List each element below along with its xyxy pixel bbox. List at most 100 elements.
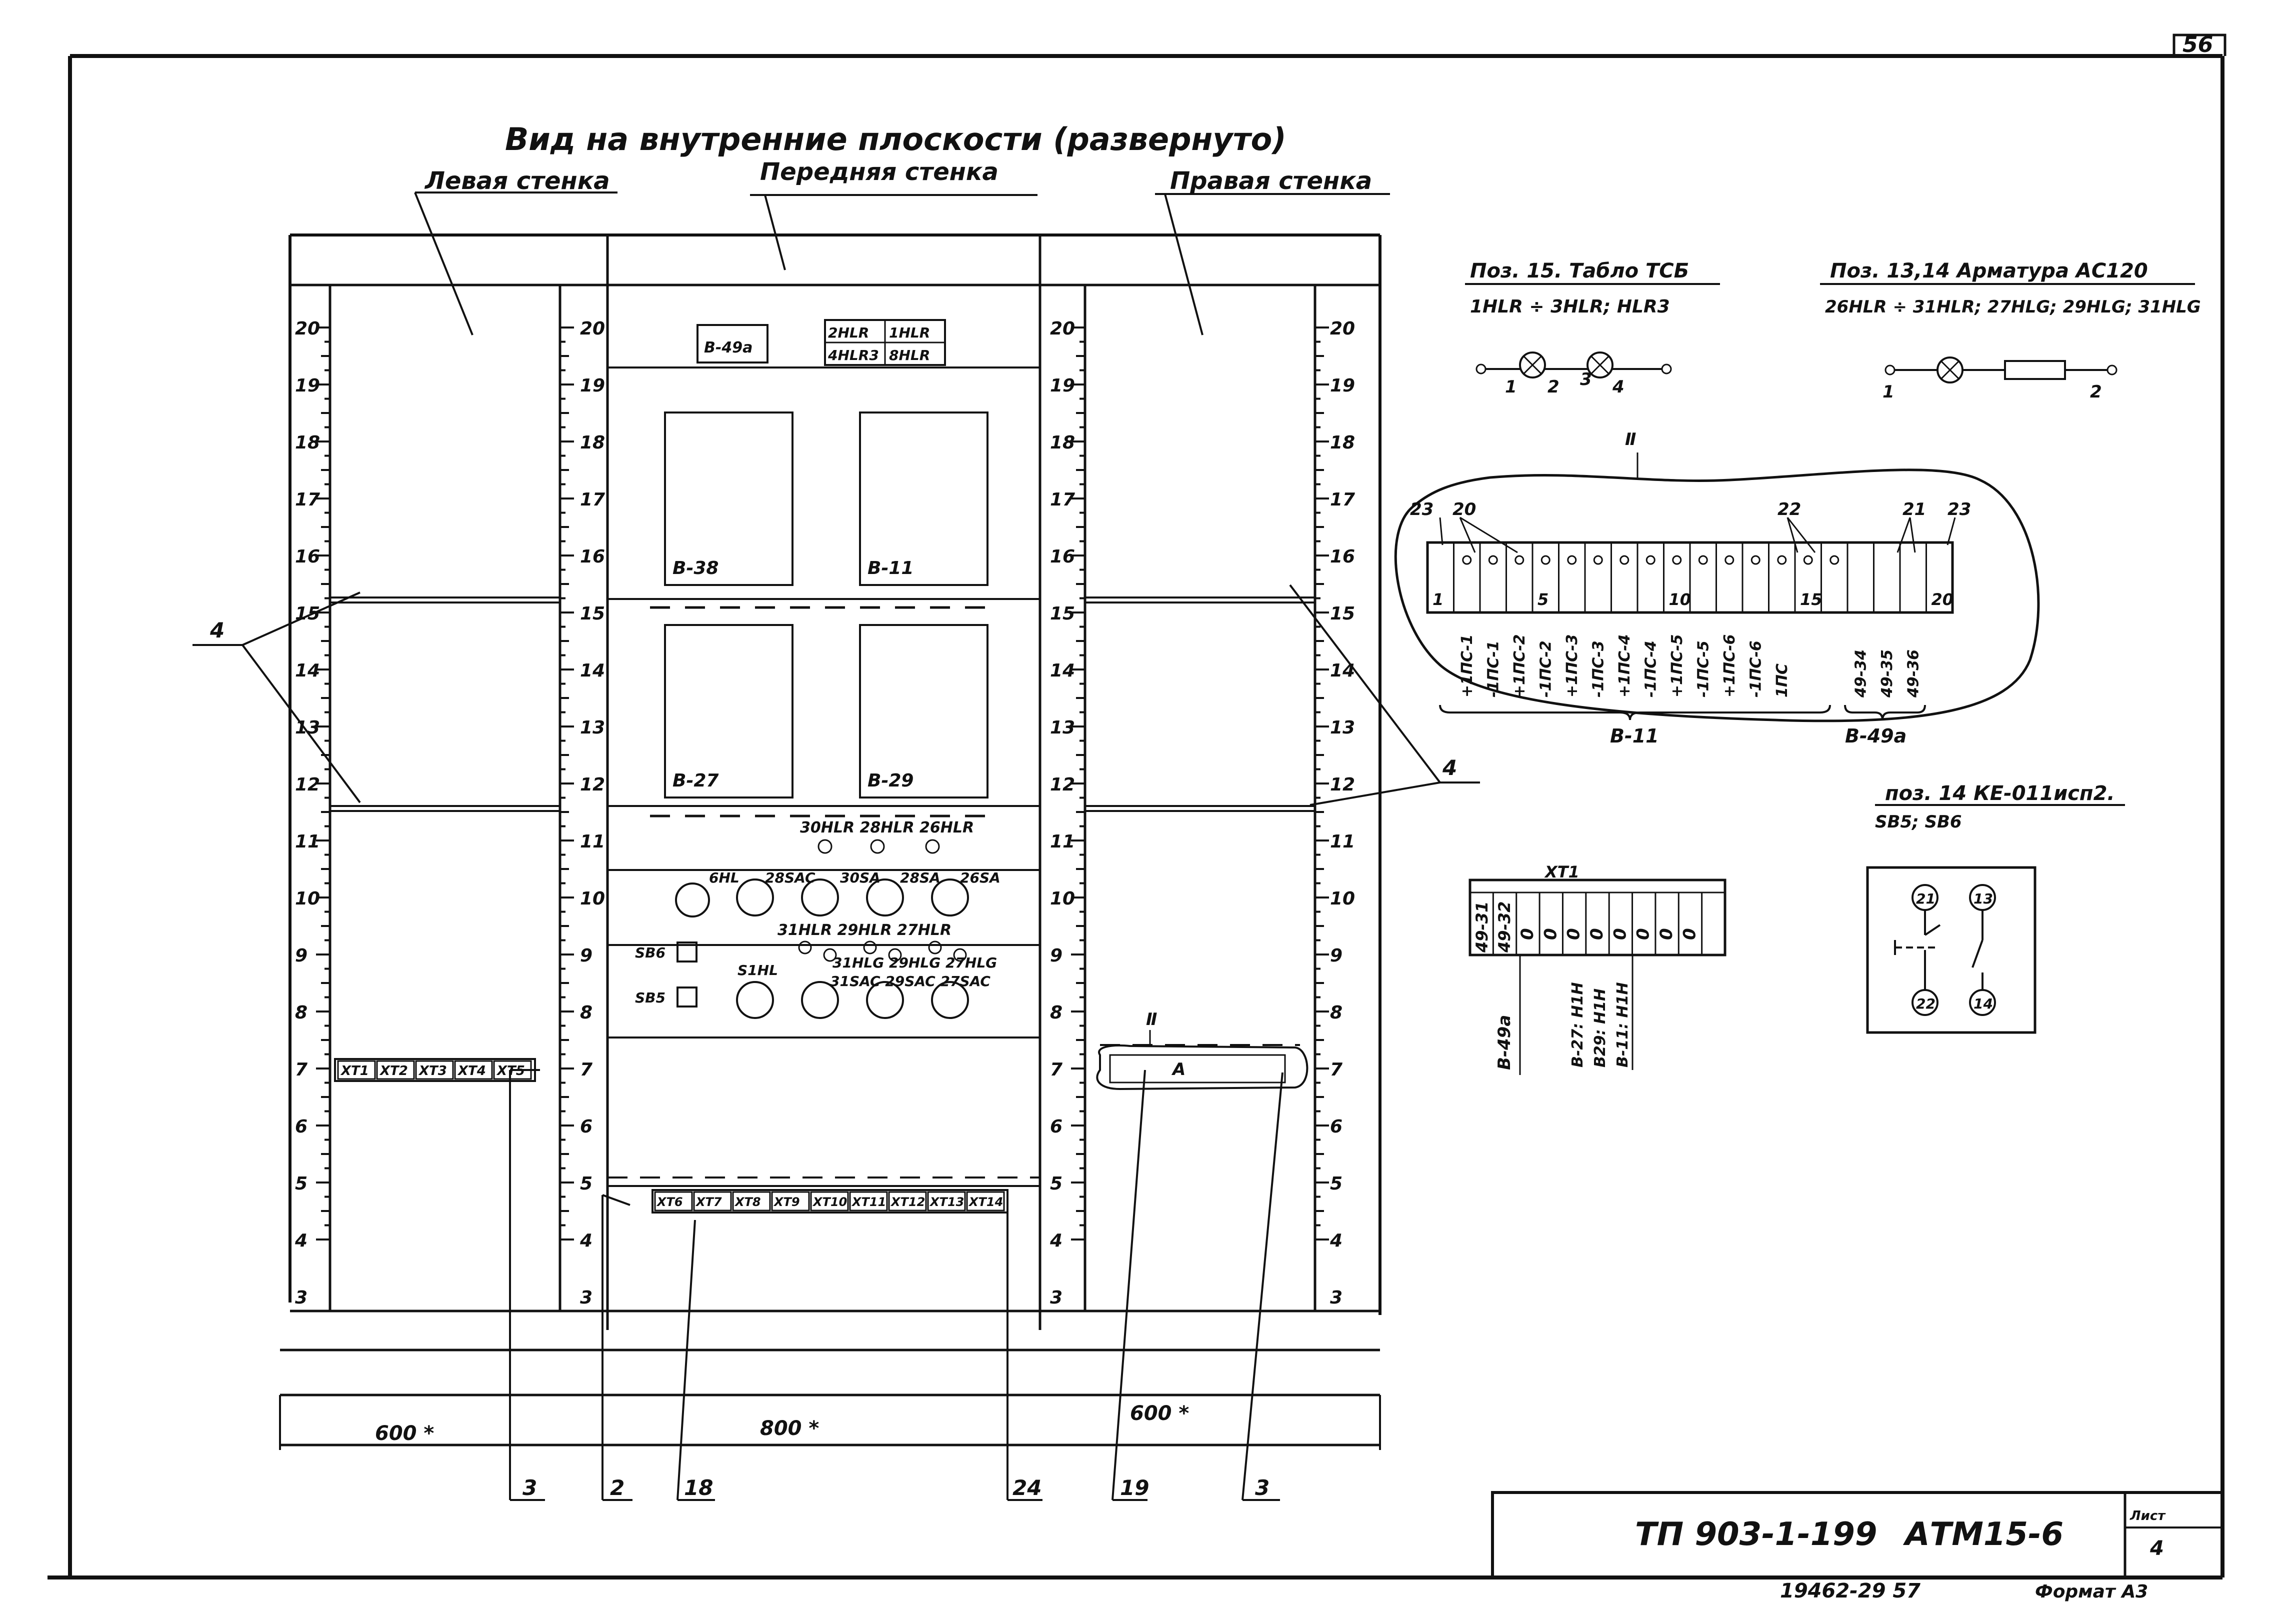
switch-27sac	[931, 981, 969, 1019]
tb-screw	[1567, 555, 1577, 565]
tb-screw	[1488, 555, 1498, 565]
tb-wire-label: 49-34	[1852, 650, 1870, 698]
switch-26sa	[931, 878, 969, 916]
tb-screw	[1514, 555, 1524, 565]
dim-front: 800 *	[760, 1417, 819, 1440]
title-block-sheet-label: Лист	[2130, 1508, 2166, 1524]
pos15-lamp-1	[1519, 352, 1546, 378]
scale-number: 17	[1050, 490, 1075, 510]
tb-wire-label: 49-35	[1878, 650, 1896, 698]
dim-left: 600 *	[375, 1422, 434, 1445]
front-wall-label: Передняя стенка	[760, 158, 998, 186]
scale-number: 7	[295, 1060, 308, 1080]
scale-number: 4	[580, 1230, 592, 1251]
scale-number: 18	[295, 432, 320, 453]
sheet-frame	[48, 54, 2224, 1580]
callout-bottom-4: 24	[1012, 1476, 1042, 1500]
scale-number: 5	[295, 1174, 308, 1194]
box-b49a-label: В-49а	[704, 339, 752, 356]
pos15-pin-3: 3	[1580, 370, 1592, 390]
scale-number: 19	[295, 376, 320, 396]
left-terminal-label: XT3	[418, 1064, 447, 1078]
scale-number: 11	[1330, 832, 1355, 852]
scale-number: 16	[1330, 546, 1355, 567]
callout-bottom-2: 2	[610, 1476, 624, 1500]
left-terminal	[337, 1060, 376, 1080]
scale-number: 14	[580, 660, 605, 681]
scale-number: 4	[294, 1230, 308, 1251]
terminal-view-mark: Ⅱ	[1625, 430, 1636, 450]
tb-screw	[1750, 555, 1760, 565]
scale-strips	[316, 326, 1329, 1240]
scale-number: 15	[1330, 604, 1355, 624]
switch-row-labels-2: 28SAC	[765, 870, 816, 886]
front-terminal	[771, 1191, 810, 1212]
scale-number: 15	[580, 604, 605, 624]
tb-cell-number: 15	[1800, 590, 1822, 609]
tb-wire-label: -1ПС-2	[1537, 640, 1554, 698]
tb-screw	[1724, 555, 1734, 565]
scale-number: 9	[1330, 946, 1342, 966]
footer-format: Формат А3	[2035, 1582, 2148, 1602]
scale-number: 10	[580, 888, 605, 909]
scale-number: 8	[1050, 1002, 1062, 1023]
pos15-pin-2: 2	[1548, 377, 1560, 397]
tb-wire-label: +1ПС-4	[1616, 634, 1634, 698]
scale-number: 18	[1050, 432, 1075, 453]
xt1-bottom-wire-2: В29: Н1Н	[1592, 988, 1609, 1068]
scale-number: 16	[1050, 546, 1075, 567]
tb-screw	[1777, 555, 1787, 565]
scale-number: 16	[580, 546, 605, 567]
left-terminal	[415, 1060, 454, 1080]
scale-number: 5	[580, 1174, 592, 1194]
button-sb5	[676, 986, 698, 1008]
scale-number: 13	[580, 718, 605, 738]
left-wall-label: Левая стенка	[424, 167, 610, 195]
pos14-label-13: 13	[1974, 890, 1993, 907]
pos1314-detail: Поз. 13,14 Арматура АС120 26HLR ÷ 31HLR;…	[1820, 260, 2201, 402]
xt1-cell-value: 0	[1656, 928, 1676, 940]
xt1-bottom-wire-1: В-27: Н1Н	[1569, 982, 1586, 1068]
scale-number: 19	[1330, 376, 1355, 396]
tb-wire-label: -1ПС-1	[1484, 640, 1502, 698]
front-terminal-label: XT9	[773, 1195, 800, 1209]
callout-bottom-1: 3	[522, 1476, 537, 1500]
lamp-grid-1: 2HLR	[828, 324, 869, 341]
dimensions	[279, 1395, 1381, 1450]
callout-leaders	[192, 584, 1480, 1501]
switch-31sac	[801, 981, 839, 1019]
pos14-button-body	[1866, 866, 2036, 1034]
sheet-number-box: 56	[2172, 32, 2226, 58]
scale-number: 9	[580, 946, 592, 966]
left-terminal-label: XT4	[457, 1064, 486, 1078]
lamp-grid-4: 8HLR	[889, 347, 930, 364]
front-terminal-label: XT8	[734, 1195, 761, 1209]
s1hl-label: S1HL	[738, 962, 778, 978]
title-block-sheet: 4	[2150, 1537, 2164, 1560]
xt1-cell-value: 0	[1610, 928, 1630, 940]
pos14-label-14: 14	[1974, 996, 1993, 1012]
scale-number: 11	[580, 832, 605, 852]
tb-cell-number: 10	[1669, 590, 1692, 609]
front-terminal-label: XT10	[812, 1195, 847, 1209]
dim-right: 600 *	[1130, 1402, 1189, 1425]
front-terminal	[966, 1191, 1005, 1212]
scale-number: 13	[1330, 718, 1355, 738]
front-terminal-label: XT12	[890, 1195, 925, 1209]
scale-number: 7	[1330, 1060, 1342, 1080]
scale-number: 19	[1050, 376, 1075, 396]
scale-number: 11	[1050, 832, 1075, 852]
scale-number: 6	[1330, 1116, 1342, 1137]
scale-number: 12	[295, 774, 320, 795]
scale-number: 9	[1050, 946, 1062, 966]
scale-number: 17	[1330, 490, 1355, 510]
instrument-b27	[664, 624, 794, 798]
title-block: ТП 903-1-199 АТМ15-6 Лист 4	[1491, 1491, 2222, 1578]
instrument-b38-label: В-38	[672, 558, 718, 578]
lamp-27hlg	[953, 948, 967, 962]
view-title: Вид на внутренние плоскости (развернуто)	[505, 121, 1286, 158]
switch-28sac	[736, 878, 774, 916]
callout-bottom-5: 19	[1120, 1476, 1149, 1500]
